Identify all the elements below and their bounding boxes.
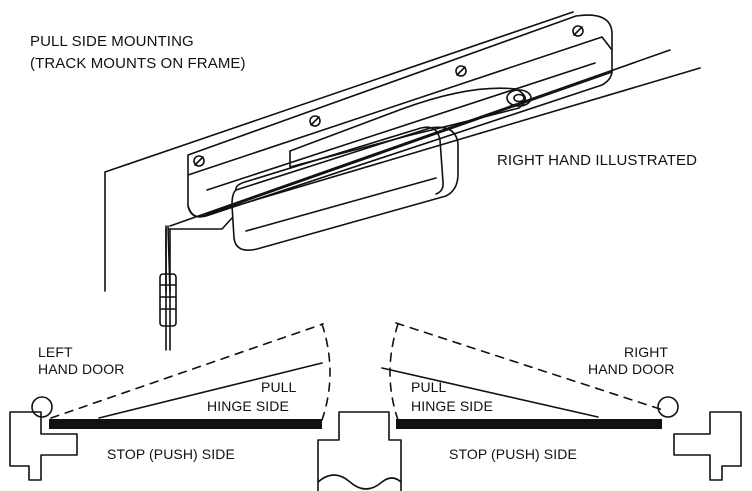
closer-top-face bbox=[235, 126, 441, 191]
right-hand-label-line-2: HAND DOOR bbox=[588, 361, 675, 377]
left-swing-solid bbox=[98, 362, 323, 419]
left-hand-label-line-1: LEFT bbox=[38, 344, 73, 360]
frame-edge-line bbox=[169, 49, 671, 227]
left-jamb bbox=[9, 411, 78, 481]
track-underside bbox=[187, 71, 613, 218]
left-swing-arc bbox=[321, 323, 331, 421]
track-front-face bbox=[187, 36, 613, 176]
center-jamb-break bbox=[317, 474, 402, 490]
left-door-bar bbox=[49, 419, 322, 429]
arm-pivot bbox=[506, 89, 532, 107]
closer-body bbox=[231, 126, 459, 251]
left-hand-label-line-2: HAND DOOR bbox=[38, 361, 125, 377]
screw-icon bbox=[193, 155, 205, 167]
right-jamb bbox=[673, 411, 742, 481]
track-inner-line bbox=[206, 62, 596, 191]
right-swing-arc bbox=[389, 323, 399, 421]
conduit bbox=[165, 217, 233, 351]
frame-outline bbox=[104, 11, 574, 293]
screw-icon bbox=[455, 65, 467, 77]
right-stop-side-label: STOP (PUSH) SIDE bbox=[449, 446, 577, 462]
right-pull-label-line-1: PULL bbox=[411, 379, 447, 395]
page-subtitle: (TRACK MOUNTS ON FRAME) bbox=[30, 55, 246, 72]
right-door-bar bbox=[396, 419, 662, 429]
center-jamb bbox=[317, 411, 402, 491]
left-hinge-pivot bbox=[31, 396, 53, 418]
right-hinge-pivot bbox=[657, 396, 679, 418]
left-swing-line bbox=[50, 323, 324, 419]
screw-icon bbox=[309, 115, 321, 127]
left-pull-label-line-1: PULL bbox=[261, 379, 297, 395]
right-swing-solid bbox=[381, 367, 599, 418]
illustration-note: RIGHT HAND ILLUSTRATED bbox=[497, 152, 698, 169]
right-hand-label-line-1: RIGHT bbox=[624, 344, 669, 360]
right-swing-line bbox=[395, 322, 664, 411]
closer-face-line bbox=[245, 177, 437, 232]
arm bbox=[289, 87, 527, 168]
page-title: PULL SIDE MOUNTING bbox=[30, 33, 194, 50]
frame-edge-line-2 bbox=[207, 67, 701, 215]
left-pull-label-line-2: HINGE SIDE bbox=[207, 398, 289, 414]
wire-connector bbox=[159, 273, 177, 327]
left-stop-side-label: STOP (PUSH) SIDE bbox=[107, 446, 235, 462]
right-pull-label-line-2: HINGE SIDE bbox=[411, 398, 493, 414]
track-body bbox=[187, 14, 613, 218]
screw-icon bbox=[572, 25, 584, 37]
closer-side-face bbox=[435, 139, 444, 195]
